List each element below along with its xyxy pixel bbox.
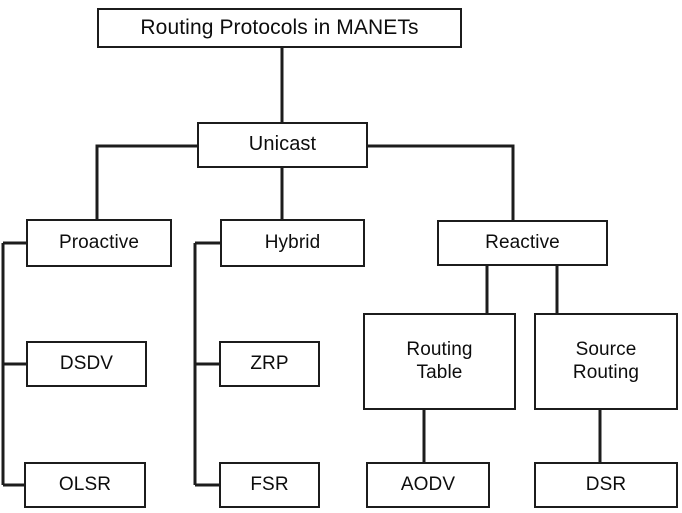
node-aodv[interactable]: AODV <box>366 462 490 508</box>
node-routing-table[interactable]: Routing Table <box>363 313 516 410</box>
node-zrp[interactable]: ZRP <box>219 341 320 387</box>
node-fsr[interactable]: FSR <box>219 462 320 508</box>
node-reactive[interactable]: Reactive <box>437 220 608 266</box>
node-dsdv[interactable]: DSDV <box>26 341 147 387</box>
node-source-routing[interactable]: Source Routing <box>534 313 678 410</box>
node-olsr[interactable]: OLSR <box>24 462 146 508</box>
node-unicast[interactable]: Unicast <box>197 122 368 168</box>
node-proactive[interactable]: Proactive <box>26 219 172 267</box>
node-dsr[interactable]: DSR <box>534 462 678 508</box>
node-hybrid[interactable]: Hybrid <box>220 219 365 267</box>
node-root-routing-protocols[interactable]: Routing Protocols in MANETs <box>97 8 462 48</box>
wire-unicast-to-proactive <box>95 144 197 219</box>
wire-unicast-to-reactive <box>368 144 515 220</box>
